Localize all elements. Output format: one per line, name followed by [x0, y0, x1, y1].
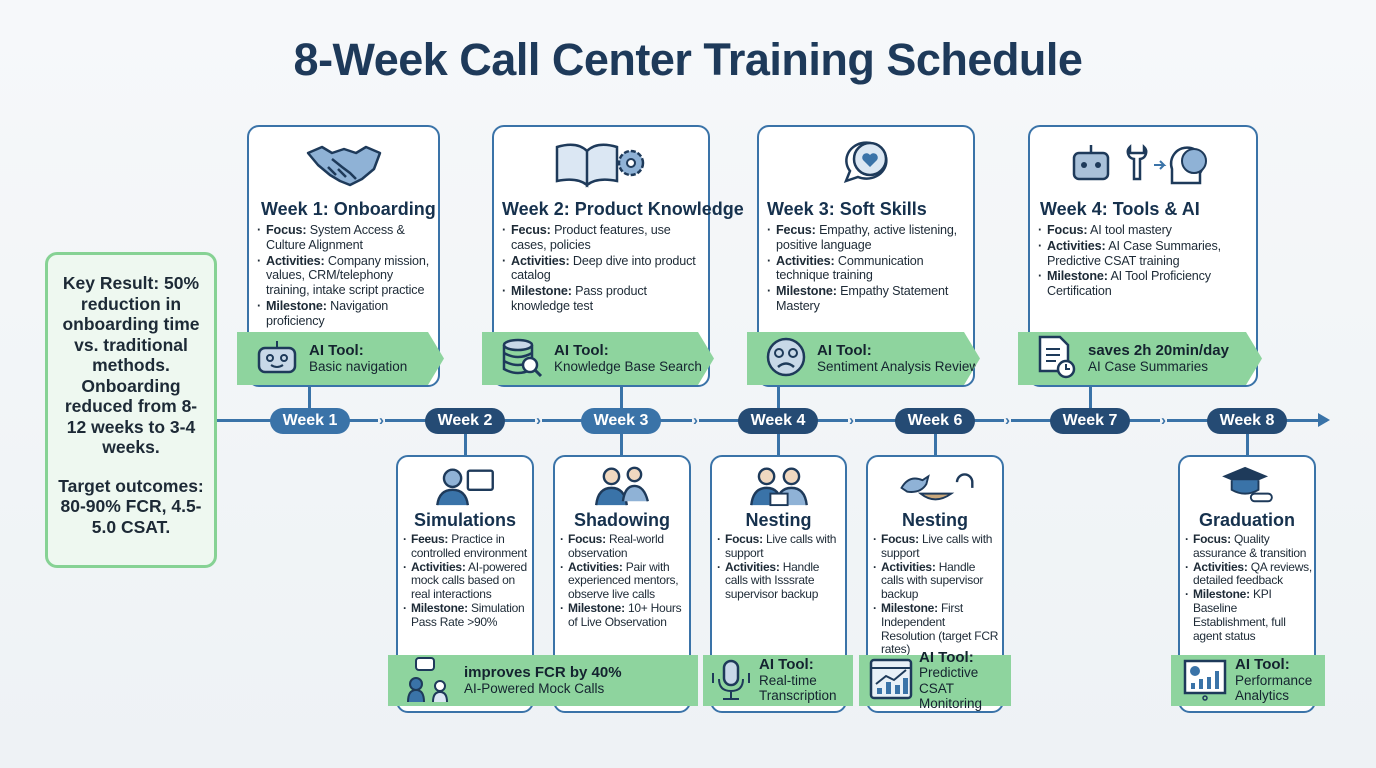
- agent-computer-icon: [398, 463, 532, 507]
- sad-face-icon: [765, 336, 807, 382]
- agents-laptop-icon: [712, 463, 845, 507]
- target-outcomes-text: Target outcomes: 80-90% FCR, 4.5-5.0 CSA…: [58, 475, 204, 537]
- chevron-right-icon: ›: [848, 412, 855, 429]
- book-gear-icon: [494, 139, 708, 189]
- focus-item: Focus: Real-world observation: [560, 532, 688, 561]
- activities-item: Activities: Handle calls with Isssrate s…: [717, 560, 844, 602]
- connector: [620, 385, 623, 409]
- chat-people-icon: [406, 656, 454, 706]
- card-title: Week 3: Soft Skills: [767, 199, 927, 219]
- ai-tool-banner-nesting-week4: AI Tool:Real-time Transcription: [703, 655, 853, 706]
- chevron-right-icon: ›: [1004, 412, 1011, 429]
- connector: [1089, 385, 1092, 409]
- chevron-right-icon: ›: [692, 412, 699, 429]
- connector: [620, 433, 623, 457]
- activities-item: Activities: Communication technique trai…: [767, 254, 969, 284]
- milestone-item: Milestone: Simulation Pass Rate >90%: [403, 601, 531, 630]
- activities-item: Activities: Pair with experienced mentor…: [560, 560, 688, 602]
- focus-item: Focus: System Access & Culture Alignment: [257, 223, 434, 253]
- connector: [934, 433, 937, 457]
- ai-tool-banner-week3: AI Tool:Sentiment Analysis Review: [747, 332, 980, 385]
- chevron-right-icon: ›: [378, 412, 385, 429]
- card-title: Week 1: Onboarding: [261, 199, 436, 219]
- timeline-week-7: Week 7: [1050, 408, 1130, 434]
- connector: [308, 385, 311, 409]
- chevron-right-icon: ›: [1160, 412, 1167, 429]
- key-result-box: Key Result: 50% reduction in onboarding …: [45, 252, 217, 568]
- milestone-item: Milestone: 10+ Hours of Live Observation: [560, 601, 688, 630]
- ai-tool-banner-week2: AI Tool:Knowledge Base Search: [482, 332, 714, 385]
- milestone-item: Milestone: Empathy Statement Mastery: [767, 284, 969, 314]
- milestone-item: Milestone: KPI Baseline Establishment, f…: [1185, 587, 1313, 643]
- focus-item: Focus: Live calls with support: [717, 532, 844, 561]
- card-title: Nesting: [901, 510, 968, 530]
- ai-tool-banner-simulations: improves FCR by 40%AI-Powered Mock Calls: [388, 655, 698, 706]
- chevron-right-icon: ›: [535, 412, 542, 429]
- activities-item: Activities: Company mission, values, CRM…: [257, 254, 434, 298]
- timeline-week-1: Week 1: [270, 408, 350, 434]
- focus-item: Focus: Quality assurance & transition: [1185, 532, 1313, 561]
- connector: [1246, 433, 1249, 457]
- activities-item: Activities: Deep dive into product catal…: [502, 254, 704, 284]
- connector: [777, 433, 780, 457]
- card-title: Nesting: [745, 510, 812, 530]
- card-title: Graduation: [1198, 510, 1295, 530]
- connector: [777, 385, 780, 409]
- timeline-week-6: Week 6: [895, 408, 975, 434]
- document-clock-icon: [1036, 335, 1078, 383]
- milestone-item: Milestone: AI Tool Proficiency Certifica…: [1038, 269, 1252, 299]
- timeline-week-4: Week 4: [738, 408, 818, 434]
- ai-tool-banner-week1: AI Tool:Basic navigation: [237, 332, 444, 385]
- microphone-icon: [709, 657, 753, 705]
- timeline-week-2: Week 2: [425, 408, 505, 434]
- activities-item: Activities: AI-powered mock calls based …: [403, 560, 531, 602]
- ai-tool-banner-nesting-week6: AI Tool:Predictive CSAT Monitoring: [859, 649, 1011, 711]
- activities-item: Activities: QA reviews, detailed feedbac…: [1185, 560, 1313, 589]
- timeline-week-8: Week 8: [1207, 408, 1287, 434]
- timeline-week-3: Week 3: [581, 408, 661, 434]
- focus-item: Fecus: Empathy, active listening, positi…: [767, 223, 969, 253]
- week1-card: Week 1: Onboarding Focus: System Access …: [247, 125, 440, 387]
- focus-item: Focus: AI tool mastery: [1038, 223, 1252, 238]
- two-agents-icon: [555, 463, 689, 507]
- database-search-icon: [500, 337, 544, 381]
- bird-nest-headset-icon: [868, 463, 1002, 507]
- chart-monitor-icon: [869, 658, 913, 704]
- robot-icon: [255, 338, 299, 380]
- timeline-arrowhead: [1318, 413, 1330, 427]
- card-title: Week 2: Product Knowledge: [502, 199, 744, 219]
- activities-item: Activities: Handle calls with supervisor…: [873, 560, 1001, 602]
- page-title: 8-Week Call Center Training Schedule: [293, 34, 1083, 85]
- activities-item: Activities: AI Case Summaries, Predictiv…: [1038, 239, 1252, 269]
- handshake-icon: [249, 139, 438, 189]
- card-title: Week 4: Tools & AI: [1040, 199, 1200, 219]
- card-title: Shadowing: [574, 510, 670, 530]
- milestone-item: Milestone: Navigation proficiency: [257, 299, 434, 329]
- focus-item: Feeus: Practice in controlled environmen…: [403, 532, 531, 561]
- focus-item: Focus: Live calls with support: [873, 532, 1001, 561]
- milestone-item: Milestone: Pass product knowledge test: [502, 284, 704, 314]
- key-result-text: Key Result: 50% reduction in onboarding …: [62, 273, 200, 457]
- milestone-item: Milestone: First Independent Resolution …: [873, 601, 1001, 657]
- graduation-cap-icon: [1180, 463, 1314, 507]
- analytics-board-icon: [1183, 657, 1227, 705]
- card-title: Simulations: [413, 510, 516, 530]
- ai-tool-banner-graduation: AI Tool:Performance Analytics: [1171, 655, 1325, 706]
- focus-item: Fecus: Product features, use cases, poli…: [502, 223, 704, 253]
- connector: [464, 433, 467, 457]
- chat-heart-icon: [759, 139, 973, 189]
- robot-wrench-brain-icon: [1030, 139, 1256, 189]
